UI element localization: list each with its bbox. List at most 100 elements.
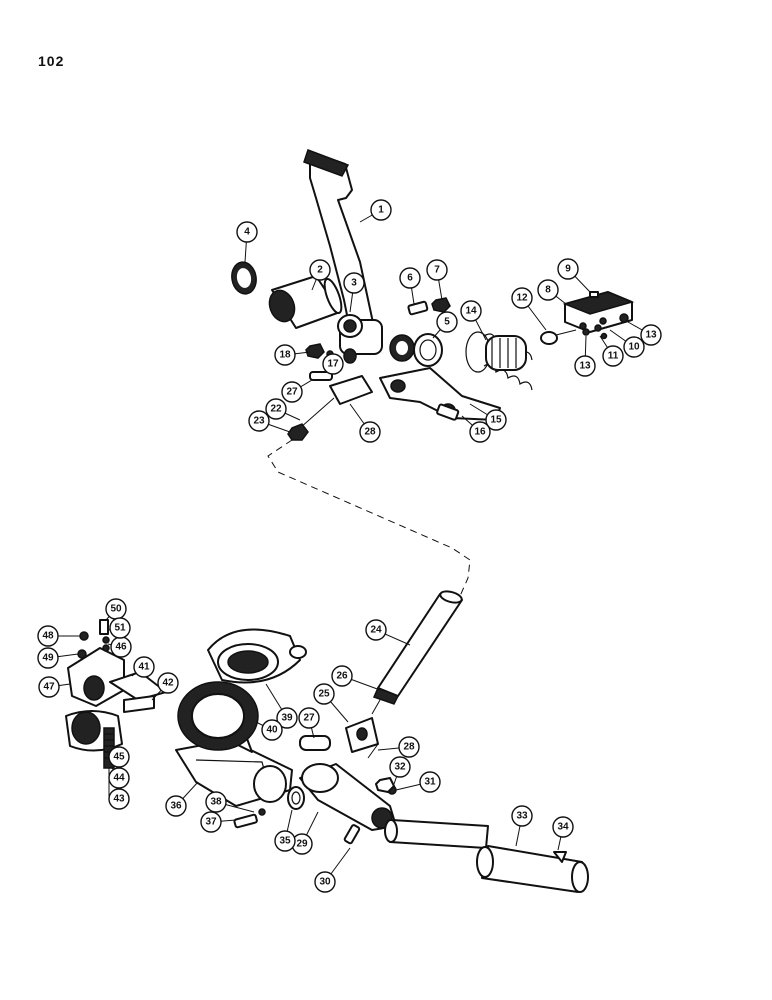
fork-assembly-41-47	[65, 647, 167, 752]
callout-balloon	[298, 707, 320, 729]
callout-balloon	[537, 279, 559, 301]
callout-balloon	[343, 272, 365, 294]
linkage-dashed-line	[267, 439, 471, 597]
callout-balloon	[623, 336, 645, 358]
callout-1: 1	[359, 199, 392, 223]
callout-18: 18	[274, 344, 311, 366]
callout-label: 13	[579, 361, 591, 372]
callout-label: 27	[303, 713, 315, 724]
eye-bolt	[540, 329, 577, 345]
callout-label: 3	[351, 278, 357, 289]
callout-balloon	[460, 300, 482, 322]
callout-label: 10	[628, 342, 640, 353]
callout-12: 12	[511, 287, 547, 331]
callout-4: 4	[236, 221, 258, 263]
callout-38: 38	[205, 791, 255, 813]
nut-7	[431, 297, 451, 313]
callout-balloon	[485, 409, 507, 431]
callout-balloon	[389, 756, 411, 778]
clevis-upper	[287, 371, 373, 441]
hardware-46-51	[77, 619, 110, 659]
callout-47: 47	[38, 676, 71, 698]
bolt-6	[407, 300, 429, 316]
callout-29: 29	[291, 811, 319, 855]
callout-balloon	[313, 683, 335, 705]
callout-balloon	[281, 381, 303, 403]
callout-45: 45	[108, 746, 130, 768]
callout-balloon	[108, 788, 130, 810]
callout-40: 40	[255, 719, 283, 741]
callout-label: 28	[403, 742, 415, 753]
callout-label: 18	[279, 350, 291, 361]
callout-balloon	[511, 805, 533, 827]
bushing-34	[287, 786, 305, 810]
callout-label: 37	[205, 817, 217, 828]
bolt-16	[436, 403, 460, 421]
callout-balloon	[108, 767, 130, 789]
callout-43: 43	[108, 788, 130, 810]
cotter-28-lower	[367, 743, 379, 759]
callout-balloon	[248, 410, 270, 432]
bushing	[337, 314, 363, 338]
callout-39: 39	[265, 683, 298, 729]
callout-label: 49	[42, 653, 54, 664]
callout-label: 35	[279, 836, 291, 847]
callout-balloon	[399, 267, 421, 289]
callout-balloon	[331, 665, 353, 687]
cross-shaft-33	[384, 819, 589, 893]
callout-balloon	[261, 719, 283, 741]
callout-22: 22	[265, 398, 301, 421]
callout-label: 5	[444, 317, 450, 328]
callout-balloon	[274, 830, 296, 852]
callout-balloon	[309, 259, 331, 281]
callout-2: 2	[309, 259, 331, 291]
callout-label: 42	[162, 678, 174, 689]
small-hardware	[582, 291, 629, 340]
callout-label: 39	[281, 713, 293, 724]
callout-label: 31	[424, 777, 436, 788]
callout-17: 17	[322, 353, 344, 375]
callout-label: 38	[210, 797, 222, 808]
callout-23: 23	[248, 410, 291, 433]
callout-balloon	[557, 258, 579, 280]
seal	[231, 261, 257, 295]
callout-balloon	[265, 398, 287, 420]
callout-label: 43	[113, 794, 125, 805]
callout-balloon	[37, 625, 59, 647]
callout-24: 24	[365, 619, 411, 646]
callout-label: 51	[114, 623, 126, 634]
callout-balloon	[37, 647, 59, 669]
callout-28: 28	[349, 403, 381, 443]
callout-balloon	[359, 421, 381, 443]
nut-31-32	[375, 777, 397, 795]
callout-31: 31	[395, 771, 441, 793]
callout-label: 41	[138, 662, 150, 673]
callout-37: 37	[200, 811, 237, 833]
callout-label: 6	[407, 273, 413, 284]
callout-label: 36	[170, 801, 182, 812]
callout-44: 44	[108, 767, 130, 789]
callout-label: 22	[270, 404, 282, 415]
callout-16: 16	[461, 415, 491, 443]
callout-label: 13	[645, 330, 657, 341]
callout-balloon	[419, 771, 441, 793]
key-36	[553, 851, 567, 863]
callout-balloon	[165, 795, 187, 817]
callout-41: 41	[131, 656, 155, 678]
callout-label: 16	[474, 427, 486, 438]
callout-balloon	[157, 672, 179, 694]
clutch-pedal	[303, 149, 415, 364]
callout-balloon	[133, 656, 155, 678]
callout-balloon	[426, 259, 448, 281]
callout-label: 48	[42, 631, 54, 642]
callout-label: 12	[516, 293, 528, 304]
callout-balloon	[200, 811, 222, 833]
callout-35: 35	[274, 809, 296, 852]
callout-48: 48	[37, 625, 80, 647]
clevis-lower-25	[345, 699, 381, 753]
callout-balloon	[314, 871, 336, 893]
page-number: 102	[38, 53, 65, 69]
callout-5: 5	[432, 311, 458, 339]
callout-8: 8	[537, 279, 567, 305]
